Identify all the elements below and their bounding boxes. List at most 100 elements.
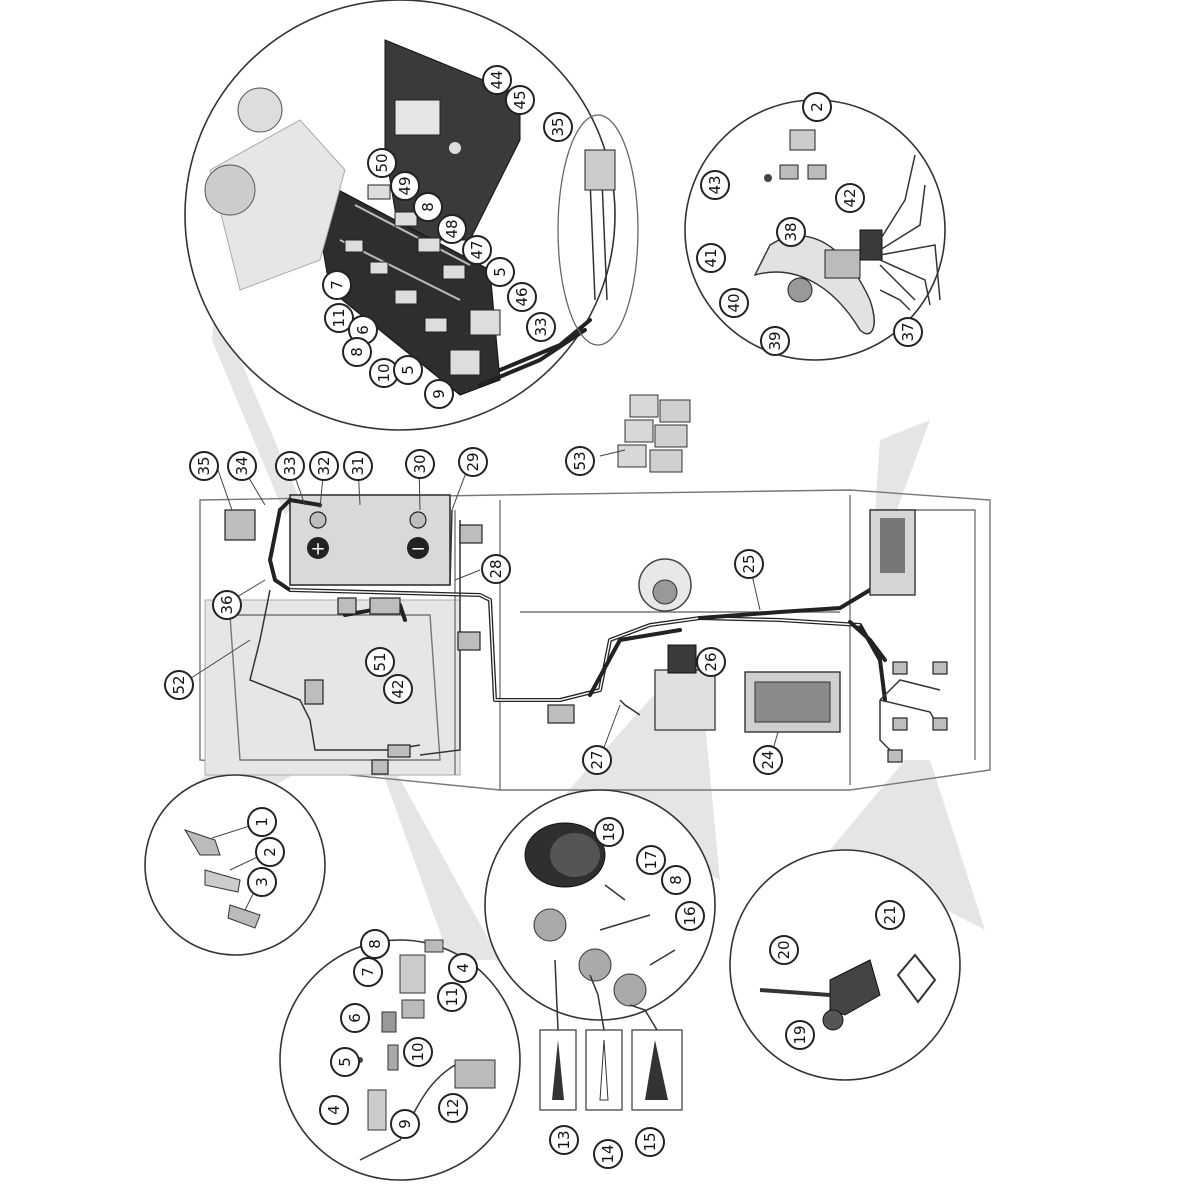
svg-text:8: 8 (419, 202, 437, 212)
svg-text:11: 11 (330, 308, 348, 327)
svg-text:43: 43 (706, 175, 724, 194)
callout-7-bl: 7 (353, 957, 383, 987)
svg-text:52: 52 (170, 675, 188, 694)
connector-27 (547, 704, 575, 724)
callout-51: 51 (365, 647, 395, 677)
svg-text:10: 10 (375, 363, 393, 382)
svg-text:5: 5 (336, 1057, 354, 1067)
callout-1: 1 (247, 807, 277, 837)
svg-text:10: 10 (409, 1042, 427, 1061)
callout-34: 34 (227, 451, 257, 481)
callout-14: 14 (593, 1139, 623, 1169)
svg-text:51: 51 (371, 652, 389, 671)
callout-44: 44 (482, 65, 512, 95)
callout-18: 18 (594, 817, 624, 847)
callout-39: 39 (760, 326, 790, 356)
battery: + − (289, 494, 451, 586)
callout-5-mid: 5 (393, 355, 423, 385)
callout-26: 26 (696, 647, 726, 677)
callout-43: 43 (700, 170, 730, 200)
callout-11-bl: 11 (437, 982, 467, 1012)
callout-9-top: 9 (424, 379, 454, 409)
callout-2-top-right: 2 (802, 92, 832, 122)
svg-text:25: 25 (740, 554, 758, 573)
callout-28: 28 (481, 554, 511, 584)
callout-12: 12 (438, 1093, 468, 1123)
callout-29: 29 (458, 447, 488, 477)
callout-35: 35 (189, 451, 219, 481)
battery-minus-symbol: − (410, 539, 425, 560)
svg-text:9: 9 (396, 1119, 414, 1129)
switch-body-38 (824, 249, 861, 279)
fuse-block-35 (584, 149, 616, 191)
callout-42-top: 42 (835, 183, 865, 213)
control-module-26 (654, 669, 716, 731)
svg-text:2: 2 (261, 847, 279, 857)
svg-text:5: 5 (491, 267, 509, 277)
callout-45: 45 (505, 85, 535, 115)
svg-text:47: 47 (468, 240, 486, 259)
callout-41: 41 (696, 243, 726, 273)
svg-text:5: 5 (399, 365, 417, 375)
callout-35-top: 35 (543, 112, 573, 142)
svg-text:27: 27 (588, 750, 606, 769)
svg-text:8: 8 (366, 939, 384, 949)
callout-8-bl: 8 (360, 929, 390, 959)
battery-plus-symbol: + (310, 539, 325, 560)
callout-32: 32 (309, 451, 339, 481)
svg-text:41: 41 (702, 248, 720, 267)
svg-text:48: 48 (443, 219, 461, 238)
svg-text:8: 8 (348, 347, 366, 357)
vehicle-components (224, 509, 948, 775)
svg-text:46: 46 (513, 287, 531, 306)
callout-20: 20 (769, 935, 799, 965)
gasket-21 (896, 953, 937, 1004)
svg-text:38: 38 (782, 222, 800, 241)
svg-text:20: 20 (775, 940, 793, 959)
relay-cluster-53 (617, 394, 691, 473)
svg-text:7: 7 (359, 967, 377, 977)
callout-4-bl: 4 (319, 1095, 349, 1125)
svg-text:28: 28 (487, 559, 505, 578)
callout-40: 40 (719, 288, 749, 318)
svg-text:49: 49 (396, 176, 414, 195)
callout-11-top: 11 (324, 303, 354, 333)
callout-9-bl: 9 (390, 1109, 420, 1139)
callout-3: 3 (247, 867, 277, 897)
callout-10-top: 10 (369, 358, 399, 388)
svg-text:4: 4 (454, 963, 472, 973)
magnifier-bottom-left (144, 774, 326, 956)
svg-text:6: 6 (346, 1013, 364, 1023)
svg-text:45: 45 (511, 90, 529, 109)
callout-8-bc: 8 (661, 865, 691, 895)
svg-text:39: 39 (766, 331, 784, 350)
callout-49: 49 (390, 171, 420, 201)
svg-text:30: 30 (411, 454, 429, 473)
svg-text:33: 33 (532, 317, 550, 336)
svg-text:12: 12 (444, 1098, 462, 1117)
svg-text:21: 21 (881, 905, 899, 924)
callout-5-top: 5 (485, 257, 515, 287)
callout-46: 46 (507, 282, 537, 312)
svg-text:4: 4 (325, 1105, 343, 1115)
callout-4-bl-top: 4 (448, 953, 478, 983)
magnifier-top-right (684, 99, 946, 361)
callout-53: 53 (565, 446, 595, 476)
callout-25: 25 (734, 549, 764, 579)
svg-text:53: 53 (571, 451, 589, 470)
callout-8-top: 8 (413, 192, 443, 222)
svg-text:8: 8 (667, 875, 685, 885)
svg-text:24: 24 (759, 750, 777, 769)
svg-text:33: 33 (281, 456, 299, 475)
callout-7-top: 7 (322, 270, 352, 300)
callout-8-mid: 8 (342, 337, 372, 367)
callout-30: 30 (405, 449, 435, 479)
svg-text:34: 34 (233, 456, 251, 475)
svg-text:44: 44 (488, 70, 506, 89)
svg-text:26: 26 (702, 652, 720, 671)
callout-10-bl: 10 (403, 1037, 433, 1067)
callout-31: 31 (343, 451, 373, 481)
callout-50: 50 (367, 148, 397, 178)
callouts: 44 45 35 50 49 8 48 47 5 46 33 7 11 6 8 … (164, 65, 923, 1169)
svg-text:7: 7 (328, 280, 346, 290)
